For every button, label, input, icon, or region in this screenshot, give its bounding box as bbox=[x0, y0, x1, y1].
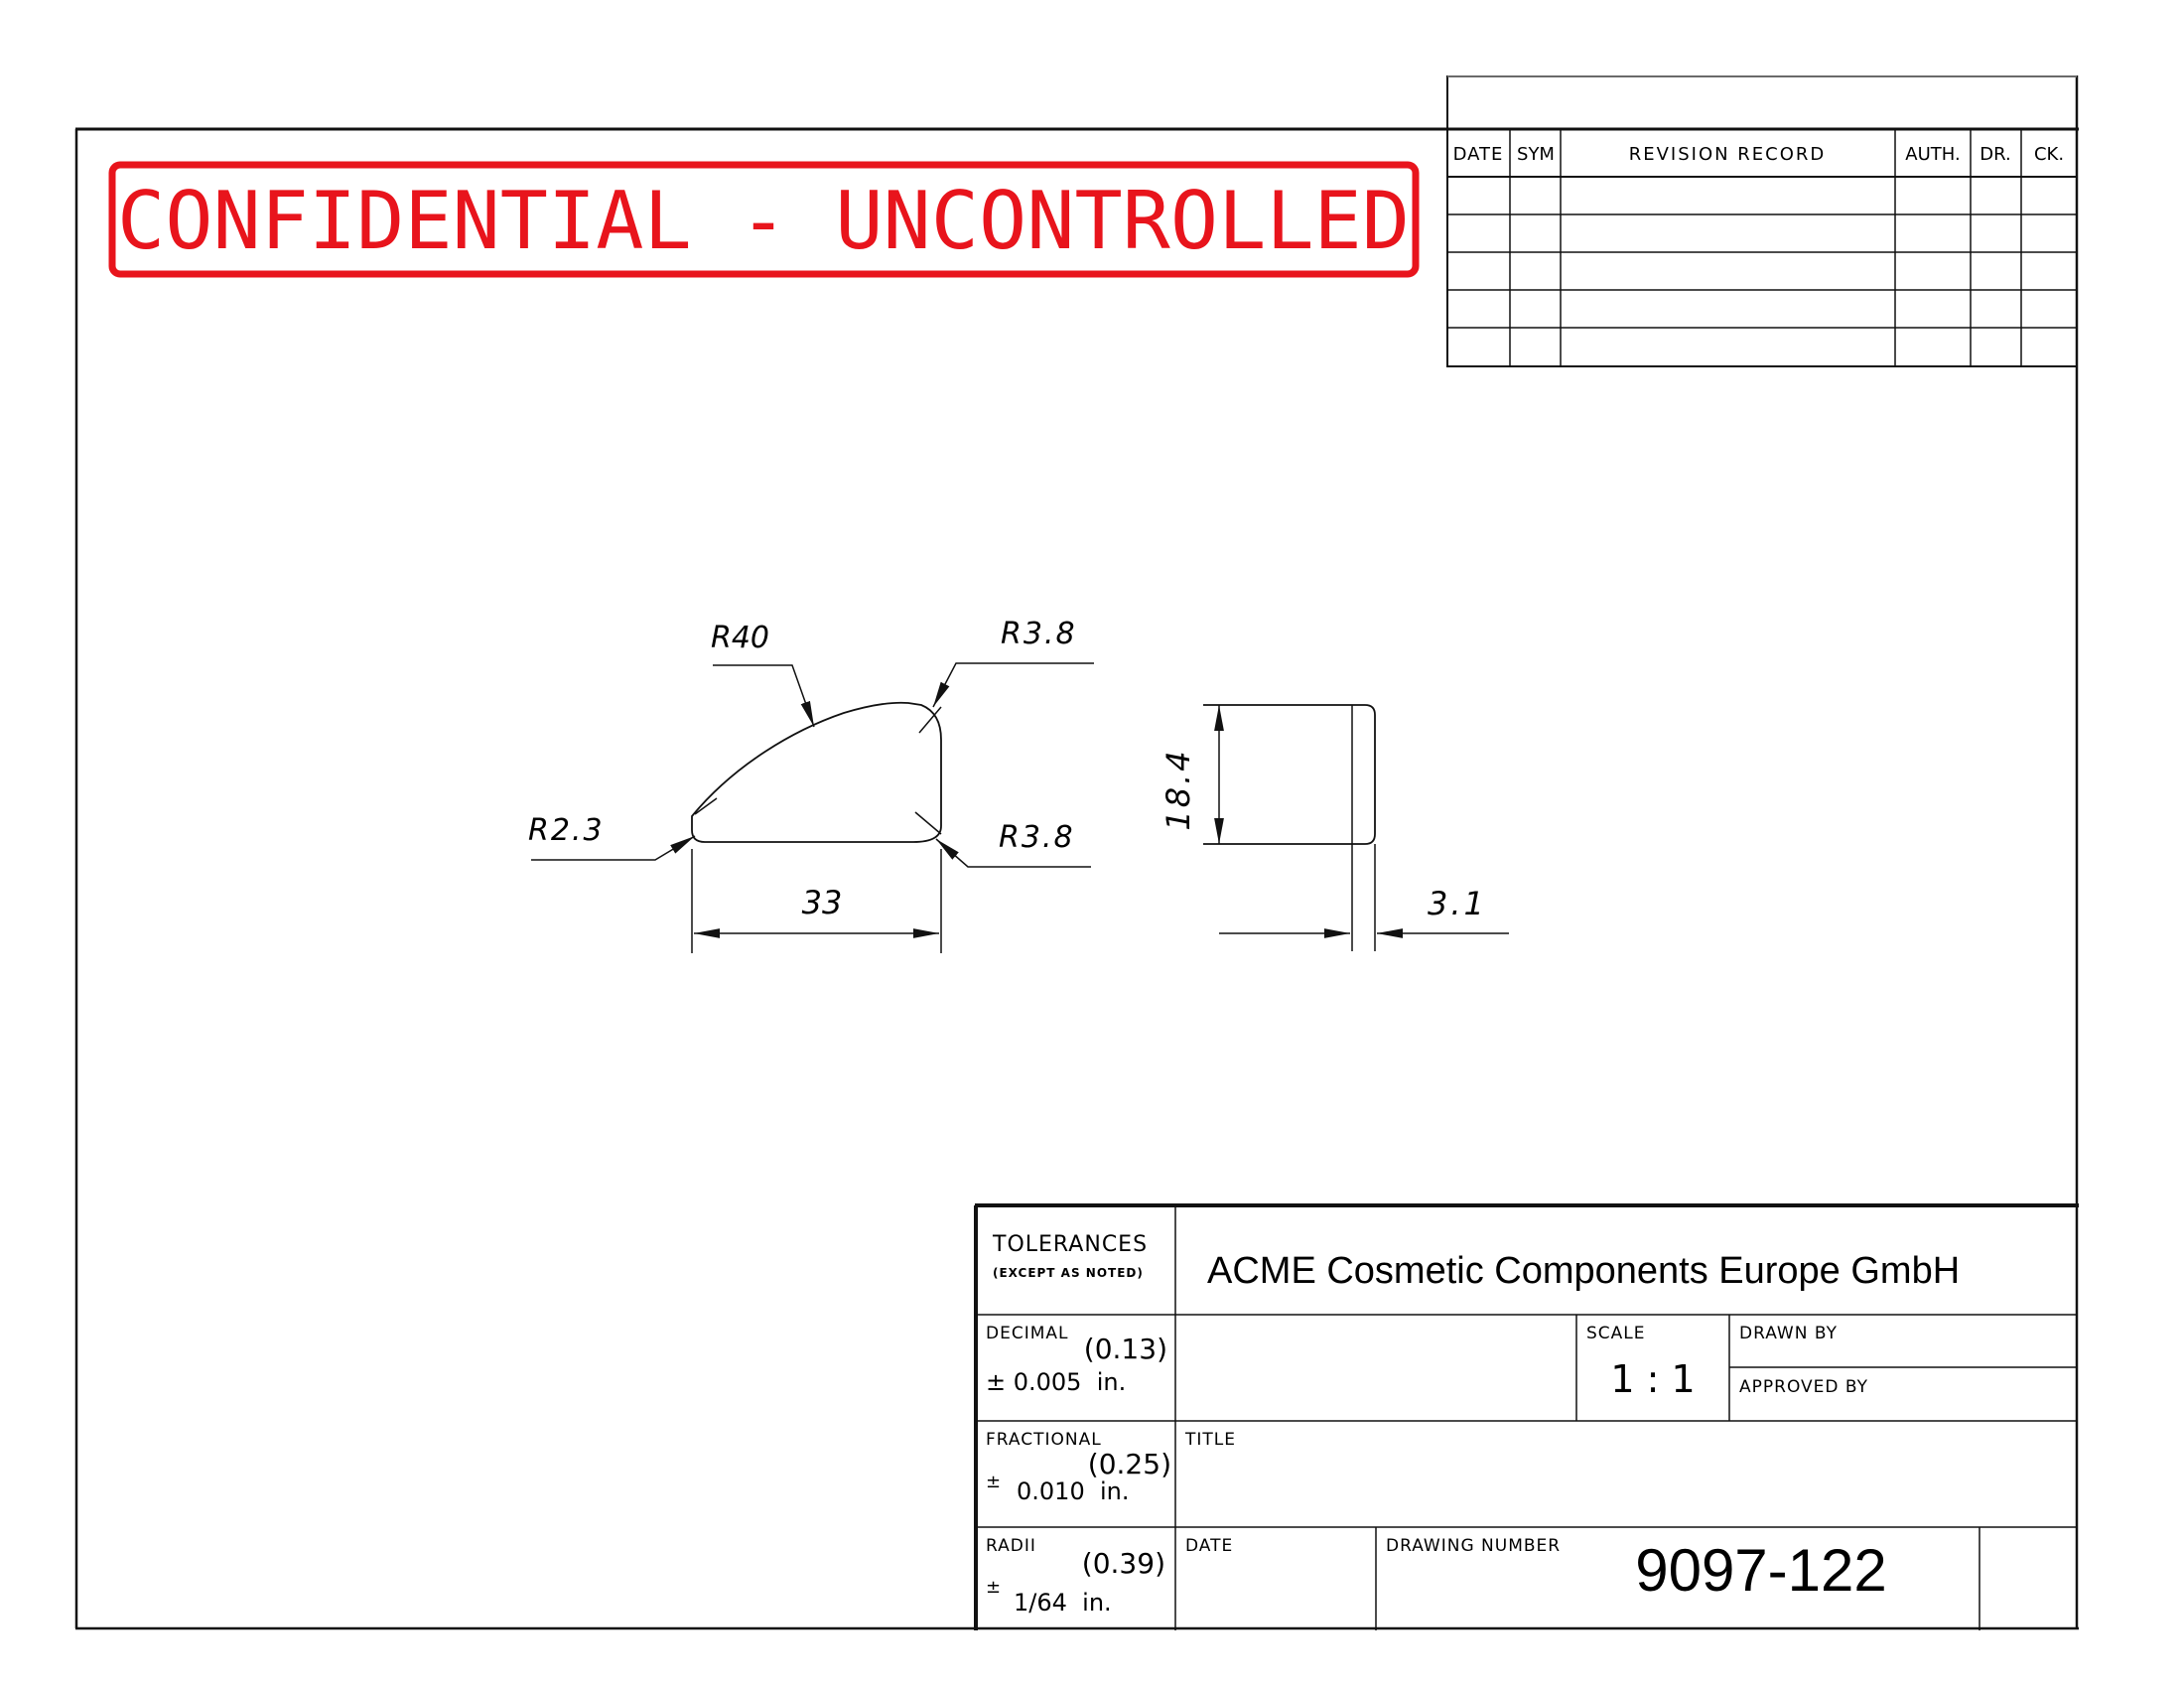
radii-pm: ± bbox=[986, 1577, 1001, 1598]
part-side-view bbox=[1203, 704, 1509, 951]
radii-mm: (0.39) bbox=[1082, 1547, 1165, 1580]
stamp-text: CONFIDENTIAL - UNCONTROLLED bbox=[117, 175, 1410, 267]
fractional-value: 0.010 in. bbox=[1017, 1477, 1129, 1505]
front-view-dimensions bbox=[531, 662, 1094, 953]
confidential-stamp: CONFIDENTIAL - UNCONTROLLED bbox=[108, 161, 1420, 278]
drawing-number-label: DRAWING NUMBER bbox=[1386, 1536, 1561, 1556]
dimension-height-label: 18.4 bbox=[1160, 748, 1197, 830]
drawn-by-label: DRAWN BY bbox=[1739, 1324, 1838, 1343]
part-front-view bbox=[691, 701, 942, 843]
scale-label: SCALE bbox=[1586, 1324, 1646, 1343]
part-outline bbox=[691, 701, 942, 843]
dimension-width-label: 33 bbox=[802, 884, 843, 921]
fractional-mm: (0.25) bbox=[1088, 1448, 1171, 1480]
side-outline bbox=[1203, 704, 1376, 845]
title-label: TITLE bbox=[1184, 1430, 1236, 1450]
radius-label-r38-bottom: R3.8 bbox=[999, 820, 1075, 855]
rev-header-ck: CK. bbox=[2034, 144, 2064, 165]
decimal-value: ± 0.005 in. bbox=[986, 1368, 1126, 1396]
radius-label-r38-top: R3.8 bbox=[1001, 617, 1077, 651]
title-block bbox=[974, 1203, 2079, 1630]
decimal-label: DECIMAL bbox=[986, 1324, 1068, 1343]
tolerances-subheading: (EXCEPT AS NOTED) bbox=[993, 1266, 1144, 1280]
revision-block: DATE SYM REVISION RECORD AUTH. DR. CK. bbox=[1446, 75, 2078, 367]
rev-header-auth: AUTH. bbox=[1905, 144, 1960, 165]
fractional-pm: ± bbox=[986, 1472, 1001, 1492]
rev-header-date: DATE bbox=[1453, 144, 1504, 165]
rev-header-sym: SYM bbox=[1517, 144, 1555, 165]
radius-label-r23: R2.3 bbox=[528, 813, 605, 848]
tolerances-heading: TOLERANCES bbox=[992, 1232, 1148, 1257]
rev-header-dr: DR. bbox=[1979, 144, 2010, 165]
date-label: DATE bbox=[1185, 1536, 1233, 1556]
radius-label-r40: R40 bbox=[711, 621, 769, 655]
dimension-thickness-label: 3.1 bbox=[1428, 885, 1487, 922]
decimal-mm: (0.13) bbox=[1084, 1333, 1167, 1365]
stamp-frame bbox=[108, 161, 1420, 278]
approved-by-label: APPROVED BY bbox=[1739, 1377, 1868, 1397]
scale-value: 1 : 1 bbox=[1610, 1357, 1695, 1401]
radii-value: 1/64 in. bbox=[1014, 1589, 1112, 1617]
fractional-label: FRACTIONAL bbox=[986, 1430, 1102, 1450]
company-name: ACME Cosmetic Components Europe GmbH bbox=[1207, 1250, 1960, 1292]
drawing-number: 9097-122 bbox=[1635, 1537, 1887, 1604]
radii-label: RADII bbox=[986, 1536, 1036, 1556]
rev-header-record: REVISION RECORD bbox=[1629, 144, 1827, 165]
